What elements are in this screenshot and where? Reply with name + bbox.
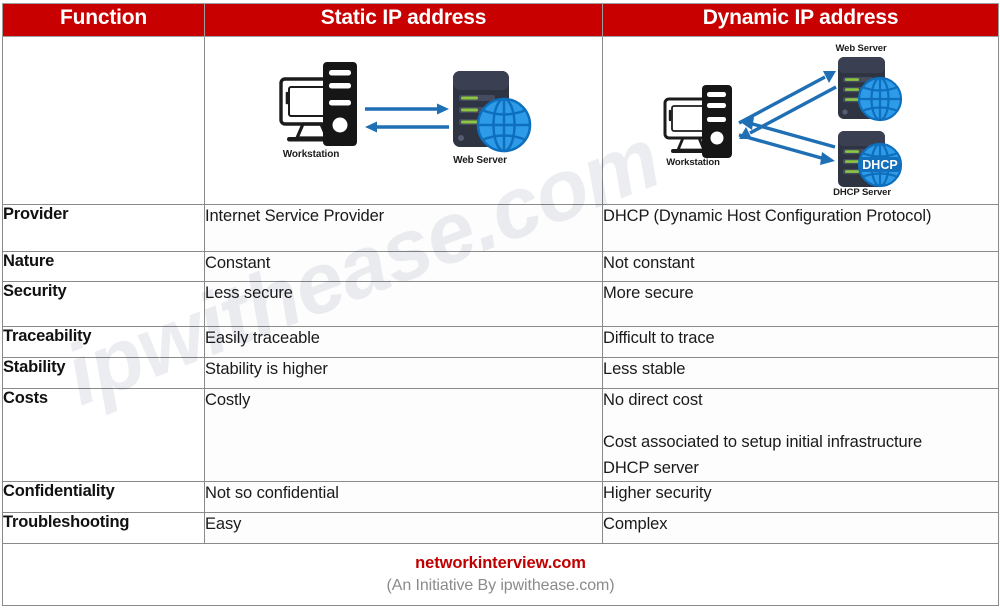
- row-label-security: Security: [2, 281, 205, 327]
- table-header-row: Function Static IP address Dynamic IP ad…: [2, 3, 999, 37]
- cell-static-stability: Stability is higher: [204, 357, 603, 389]
- workstation-icon: [663, 85, 732, 158]
- arrow-to-dhcp-server: [738, 133, 835, 165]
- dhcp-globe-text: DHCP: [862, 158, 897, 172]
- cell-dynamic-costs-line3: DHCP server: [603, 458, 699, 477]
- static-ip-diagram-cell: Workstation Web Server: [204, 36, 603, 205]
- footer-row: networkinterview.com (An Initiative By i…: [2, 542, 999, 606]
- row-label-troubleshooting: Troubleshooting: [2, 511, 205, 544]
- cell-dynamic-stability: Less stable: [602, 357, 999, 389]
- dhcp-globe-icon: DHCP: [857, 142, 903, 188]
- table-row: Provider Internet Service Provider DHCP …: [2, 204, 999, 252]
- diagram-row: Workstation Web Server: [2, 36, 999, 205]
- dynamic-workstation-label: Workstation: [666, 157, 720, 168]
- arrow-request-to-server: [365, 103, 449, 115]
- dynamic-dhcp-server-label: DHCP Server: [833, 187, 891, 198]
- header-dynamic-ip: Dynamic IP address: [602, 3, 999, 37]
- globe-icon: [476, 97, 532, 153]
- workstation-icon: [279, 62, 357, 146]
- cell-static-confidentiality: Not so confidential: [204, 480, 603, 513]
- web-server-icon: [453, 71, 532, 153]
- dhcp-server-icon: DHCP: [838, 131, 903, 188]
- globe-icon: [857, 76, 903, 122]
- table-row: Confidentiality Not so confidential High…: [2, 480, 999, 513]
- static-web-server-label: Web Server: [453, 155, 507, 166]
- row-label-traceability: Traceability: [2, 326, 205, 358]
- row-label-provider: Provider: [2, 204, 205, 252]
- arrow-from-dhcp-server: [739, 117, 836, 149]
- web-server-icon: [838, 57, 903, 122]
- cell-dynamic-confidentiality: Higher security: [602, 480, 999, 513]
- cell-static-nature: Constant: [204, 251, 603, 282]
- cell-dynamic-troubleshooting: Complex: [602, 511, 999, 544]
- cell-dynamic-costs: No direct cost Cost associated to setup …: [602, 388, 999, 482]
- table-row: Costs Costly No direct cost Cost associa…: [2, 388, 999, 482]
- dynamic-ip-diagram-svg: DHCP: [663, 57, 903, 188]
- cell-static-costs: Costly: [204, 388, 603, 482]
- header-static-ip: Static IP address: [204, 3, 603, 37]
- arrow-from-web-server: [739, 85, 837, 139]
- table-row: Stability Stability is higher Less stabl…: [2, 357, 999, 389]
- dynamic-ip-diagram-cell: DHCP Workstation Web Server DHCP Server: [602, 36, 999, 205]
- row-label-costs: Costs: [2, 388, 205, 482]
- footer-cell: networkinterview.com (An Initiative By i…: [2, 542, 999, 606]
- static-ip-diagram: Workstation Web Server: [205, 37, 602, 204]
- cell-dynamic-nature: Not constant: [602, 251, 999, 282]
- table-row: Security Less secure More secure: [2, 281, 999, 327]
- table-row: Troubleshooting Easy Complex: [2, 511, 999, 544]
- cell-static-provider: Internet Service Provider: [204, 204, 603, 252]
- cell-static-security: Less secure: [204, 281, 603, 327]
- dynamic-web-server-label: Web Server: [835, 43, 887, 54]
- cell-dynamic-costs-line2: Cost associated to setup initial infrast…: [603, 432, 923, 451]
- cell-dynamic-costs-line1: No direct cost: [603, 391, 703, 409]
- dynamic-ip-diagram: DHCP Workstation Web Server DHCP Server: [603, 37, 998, 204]
- row-label-confidentiality: Confidentiality: [2, 480, 205, 513]
- cell-dynamic-provider: DHCP (Dynamic Host Configuration Protoco…: [602, 204, 999, 252]
- cell-dynamic-traceability: Difficult to trace: [602, 326, 999, 358]
- diagram-empty-cell: [2, 36, 205, 205]
- footer-site-name[interactable]: networkinterview.com: [415, 553, 586, 572]
- row-label-stability: Stability: [2, 357, 205, 389]
- arrow-to-web-server: [738, 71, 836, 125]
- cell-static-traceability: Easily traceable: [204, 326, 603, 358]
- header-function: Function: [2, 3, 205, 37]
- footer-tagline: (An Initiative By ipwithease.com): [386, 576, 615, 594]
- row-label-nature: Nature: [2, 251, 205, 282]
- cell-static-troubleshooting: Easy: [204, 511, 603, 544]
- table-row: Nature Constant Not constant: [2, 251, 999, 282]
- arrow-response-from-server: [365, 121, 449, 133]
- cell-dynamic-security: More secure: [602, 281, 999, 327]
- comparison-table: Function Static IP address Dynamic IP ad…: [2, 3, 999, 606]
- static-workstation-label: Workstation: [282, 149, 340, 160]
- static-ip-diagram-svg: [279, 62, 532, 153]
- table-row: Traceability Easily traceable Difficult …: [2, 326, 999, 358]
